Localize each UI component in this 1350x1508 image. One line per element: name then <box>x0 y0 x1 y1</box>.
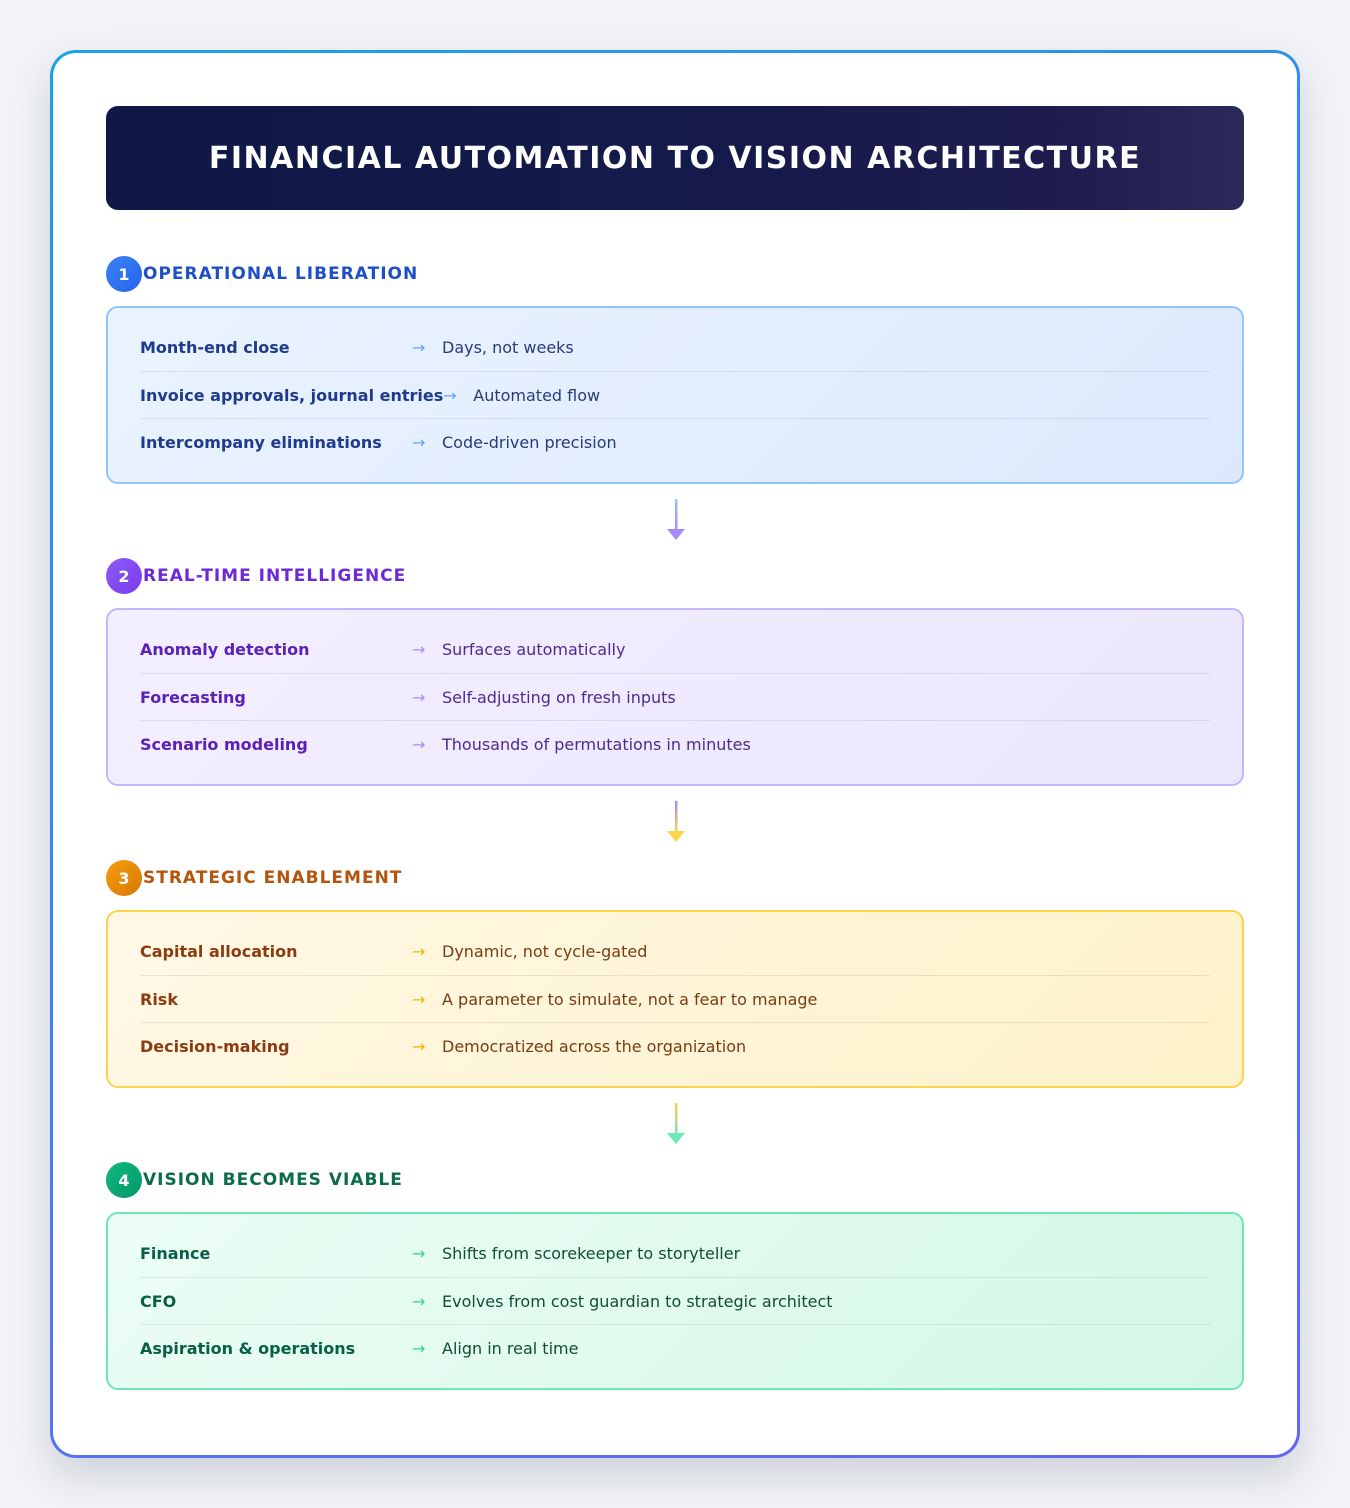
item-label: CFO <box>140 1291 177 1311</box>
section-title: REAL-TIME INTELLIGENCE <box>143 566 407 586</box>
item-description: Dynamic, not cycle-gated <box>442 942 648 961</box>
list-item: Scenario modeling → Thousands of permuta… <box>140 720 1210 767</box>
diagram-card-inner: FINANCIAL AUTOMATION TO VISION ARCHITECT… <box>53 53 1297 1455</box>
down-arrow-connector-1-2 <box>667 499 685 540</box>
down-arrow-connector-3-4 <box>667 1103 685 1144</box>
item-description: A parameter to simulate, not a fear to m… <box>442 989 818 1009</box>
item-label: Aspiration & operations <box>140 1338 356 1358</box>
right-arrow-icon: → <box>412 640 426 659</box>
list-item: Month-end close → Days, not weeks <box>140 324 1210 371</box>
section-header-vision-becomes-viable: 4 VISION BECOMES VIABLE <box>106 1162 403 1198</box>
list-item: Risk → A parameter to simulate, not a fe… <box>140 975 1210 1022</box>
section-header-real-time-intelligence: 2 REAL-TIME INTELLIGENCE <box>106 558 406 594</box>
section-number-badge: 1 <box>106 256 142 292</box>
item-description: Surfaces automatically <box>442 640 626 659</box>
right-arrow-icon: → <box>412 687 426 707</box>
diagram-card: FINANCIAL AUTOMATION TO VISION ARCHITECT… <box>50 50 1300 1458</box>
section-number-badge: 2 <box>106 558 142 594</box>
right-arrow-icon: → <box>412 989 426 1009</box>
item-label: Risk <box>140 989 178 1009</box>
right-arrow-icon: → <box>412 338 426 357</box>
item-label: Month-end close <box>140 338 290 357</box>
right-arrow-icon: → <box>412 1291 426 1311</box>
right-arrow-icon: → <box>412 734 426 754</box>
section-panel-operational-liberation: Month-end close → Days, not weeks Invoic… <box>106 306 1244 484</box>
list-item: Invoice approvals, journal entries → Aut… <box>140 371 1210 418</box>
list-item: Capital allocation → Dynamic, not cycle-… <box>140 928 1210 975</box>
item-description: Self-adjusting on fresh inputs <box>442 687 676 707</box>
item-description: Evolves from cost guardian to strategic … <box>442 1291 833 1311</box>
section-header-operational-liberation: 1 OPERATIONAL LIBERATION <box>106 256 418 292</box>
section-panel-vision-becomes-viable: Finance → Shifts from scorekeeper to sto… <box>106 1212 1244 1390</box>
item-label: Scenario modeling <box>140 734 308 754</box>
item-description: Shifts from scorekeeper to storyteller <box>442 1244 741 1263</box>
right-arrow-icon: → <box>412 1338 426 1358</box>
item-label: Capital allocation <box>140 942 298 961</box>
item-label: Decision-making <box>140 1036 290 1056</box>
section-header-strategic-enablement: 3 STRATEGIC ENABLEMENT <box>106 860 402 896</box>
list-item: Intercompany eliminations → Code-driven … <box>140 418 1210 465</box>
right-arrow-icon: → <box>412 1036 426 1056</box>
right-arrow-icon: → <box>443 385 457 405</box>
item-label: Finance <box>140 1244 211 1263</box>
item-label: Anomaly detection <box>140 640 310 659</box>
item-description: Thousands of permutations in minutes <box>442 734 751 754</box>
down-arrow-connector-2-3 <box>667 801 685 842</box>
right-arrow-icon: → <box>412 1244 426 1263</box>
item-description: Automated flow <box>473 385 601 405</box>
section-panel-strategic-enablement: Capital allocation → Dynamic, not cycle-… <box>106 910 1244 1088</box>
list-item: CFO → Evolves from cost guardian to stra… <box>140 1277 1210 1324</box>
list-item: Aspiration & operations → Align in real … <box>140 1324 1210 1371</box>
section-title: STRATEGIC ENABLEMENT <box>143 868 403 888</box>
title-banner: FINANCIAL AUTOMATION TO VISION ARCHITECT… <box>106 106 1244 210</box>
list-item: Finance → Shifts from scorekeeper to sto… <box>140 1230 1210 1277</box>
list-item: Anomaly detection → Surfaces automatical… <box>140 626 1210 673</box>
section-title: VISION BECOMES VIABLE <box>143 1170 403 1190</box>
item-description: Days, not weeks <box>442 338 574 357</box>
section-number-badge: 4 <box>106 1162 142 1198</box>
section-number-badge: 3 <box>106 860 142 896</box>
right-arrow-icon: → <box>412 942 426 961</box>
list-item: Decision-making → Democratized across th… <box>140 1022 1210 1069</box>
item-description: Code-driven precision <box>442 432 617 452</box>
page-title: FINANCIAL AUTOMATION TO VISION ARCHITECT… <box>208 140 1142 176</box>
item-label: Intercompany eliminations <box>140 432 382 452</box>
section-title: OPERATIONAL LIBERATION <box>143 264 419 284</box>
section-panel-real-time-intelligence: Anomaly detection → Surfaces automatical… <box>106 608 1244 786</box>
item-label: Invoice approvals, journal entries <box>140 385 444 405</box>
right-arrow-icon: → <box>412 432 426 452</box>
item-description: Democratized across the organization <box>442 1036 747 1056</box>
item-label: Forecasting <box>140 687 246 707</box>
list-item: Forecasting → Self-adjusting on fresh in… <box>140 673 1210 720</box>
item-description: Align in real time <box>442 1338 579 1358</box>
